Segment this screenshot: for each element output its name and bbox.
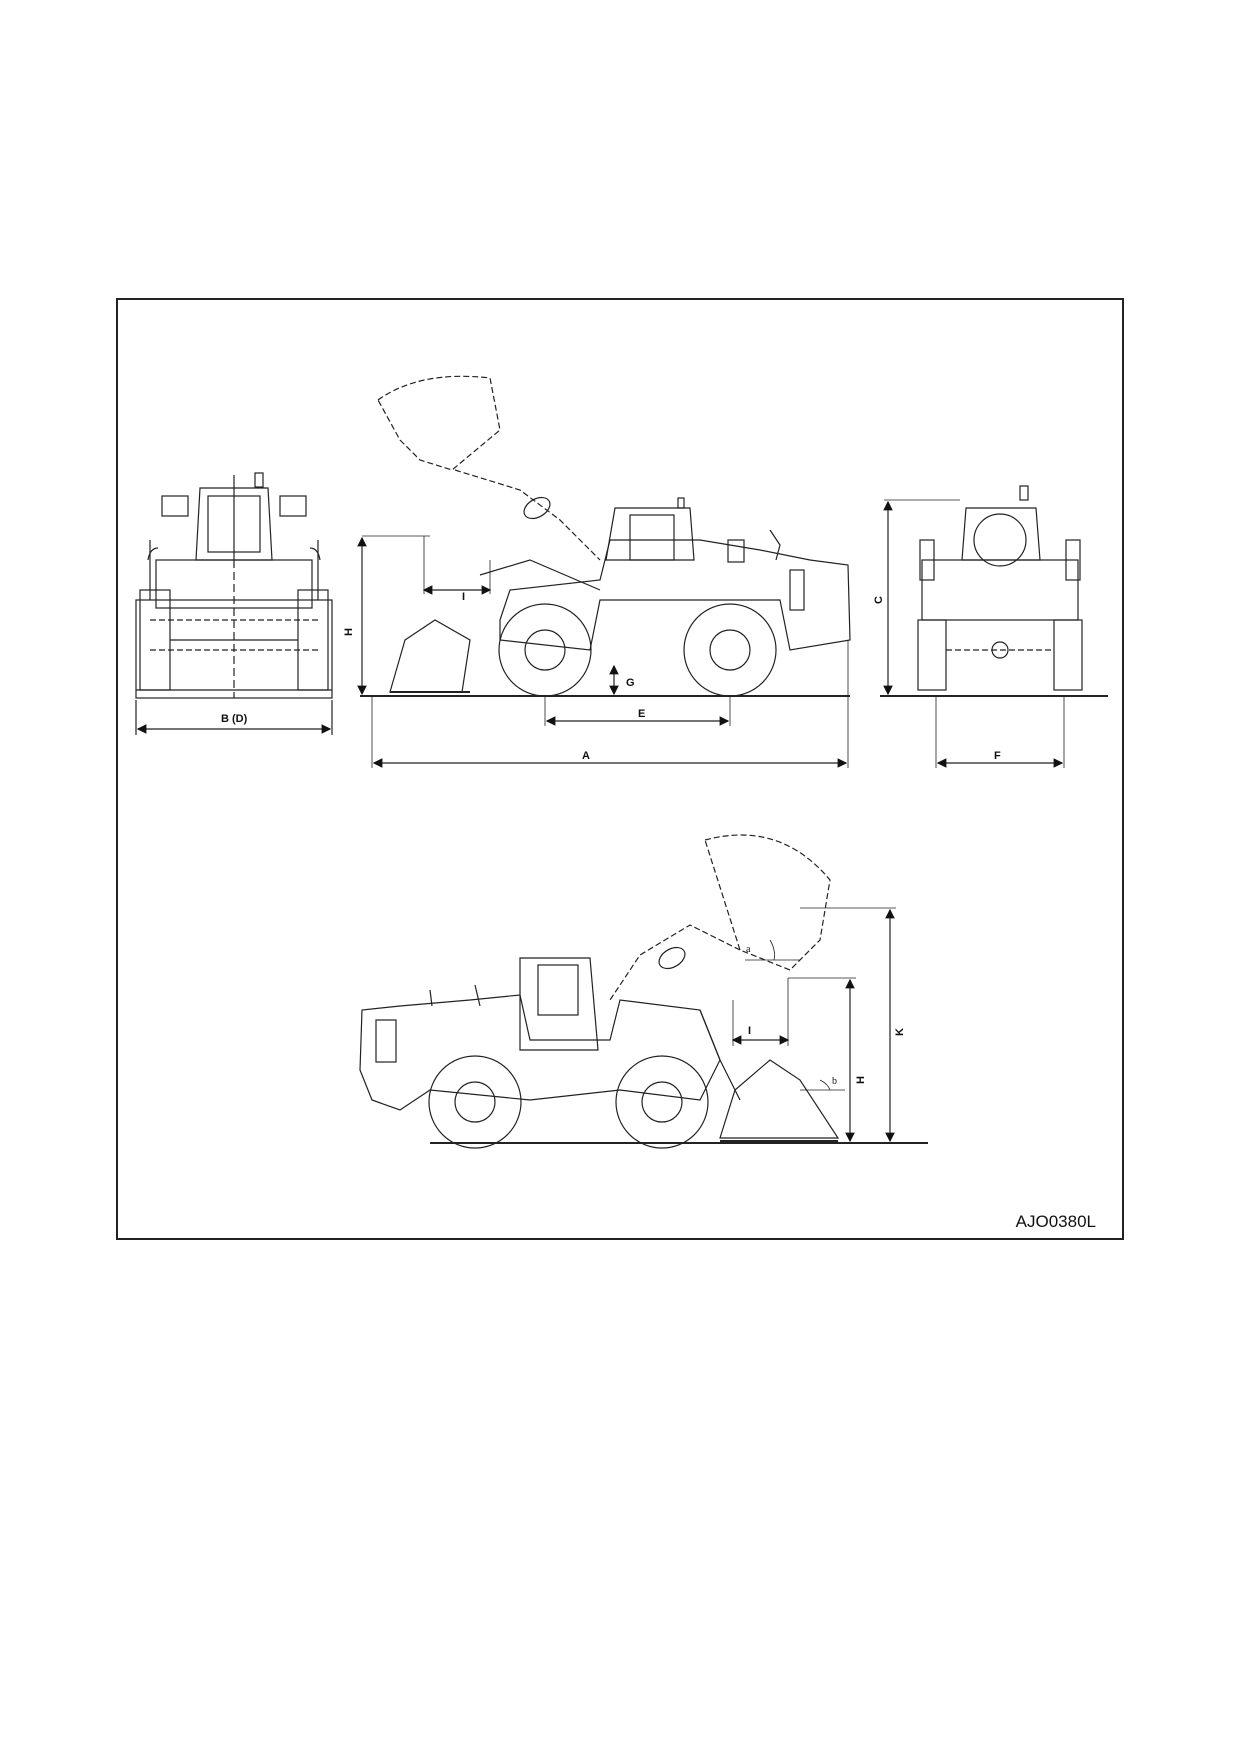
figure-code: AJO0380L: [1015, 1212, 1096, 1231]
angle-label-b: b: [832, 1076, 837, 1087]
dim-label-h-lift: H: [855, 1076, 867, 1084]
drawing-frame: AJO0380L: [116, 298, 1124, 1240]
dim-label-i-lift: I: [748, 1025, 751, 1037]
dim-label-e: E: [638, 708, 645, 720]
side-view: [357, 375, 851, 768]
lift-view: [359, 834, 928, 1149]
angle-label-a: a: [746, 944, 751, 955]
dim-label-c: C: [873, 596, 885, 604]
rear-view: [880, 485, 1108, 768]
dim-label-a: A: [582, 750, 590, 762]
front-view: [135, 472, 333, 735]
dim-label-b-d: B (D): [221, 713, 248, 725]
dim-label-g: G: [626, 677, 635, 689]
dim-label-f: F: [994, 750, 1001, 762]
dim-label-i: I: [462, 591, 465, 603]
dim-label-h: H: [343, 628, 355, 636]
dim-label-k: K: [894, 1028, 906, 1036]
